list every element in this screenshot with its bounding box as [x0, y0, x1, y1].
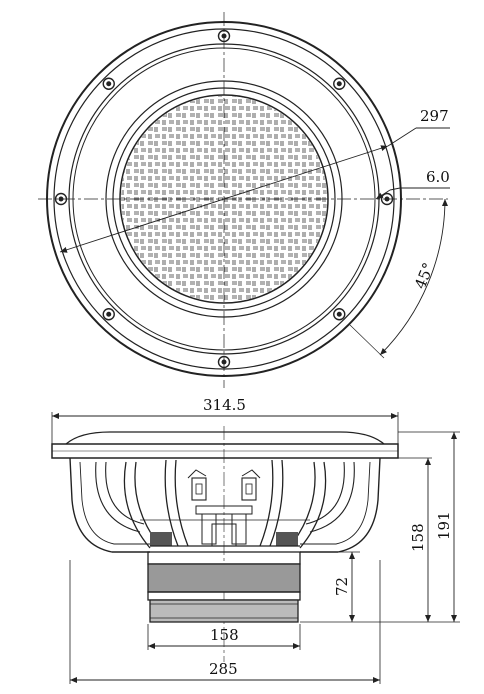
- hole-leader: [375, 189, 391, 200]
- front-view: 297 6.0 45°: [38, 12, 450, 388]
- side-view: 314.5: [51, 396, 460, 684]
- mounting-hole-center: [106, 311, 112, 317]
- angle-extension-line: [349, 324, 385, 359]
- voice-coil-assembly: [140, 505, 310, 547]
- mounting-hole-center: [336, 311, 342, 317]
- basket-width-label: 285: [209, 660, 238, 678]
- magnet-height-label: 72: [333, 577, 351, 596]
- basket-ribs: [95, 459, 355, 549]
- hole-size-label: 6.0: [426, 168, 450, 186]
- diameter-label: 297: [420, 107, 449, 125]
- basket-left-inner: [79, 461, 150, 545]
- basket-left-outline: [69, 457, 150, 553]
- magnet-width-label: 158: [210, 626, 239, 644]
- height-label: 191: [435, 511, 453, 540]
- mounting-hole-center: [336, 81, 342, 87]
- terminals: [187, 469, 261, 501]
- diameter-leader: [387, 127, 417, 147]
- spider-left: [150, 532, 172, 546]
- angle-arc: [379, 198, 448, 356]
- basket-right-inner: [300, 461, 371, 545]
- hole-leader-2: [389, 187, 401, 191]
- surround-top: [65, 431, 385, 445]
- flange-width-label: 314.5: [203, 396, 246, 414]
- magnet-assembly: [147, 551, 301, 623]
- diameter-dimension-line: [59, 145, 389, 253]
- motor-height-label: 158: [409, 523, 427, 552]
- spider-right: [276, 532, 298, 546]
- angle-label: 45°: [411, 260, 438, 291]
- mounting-hole-center: [106, 81, 112, 87]
